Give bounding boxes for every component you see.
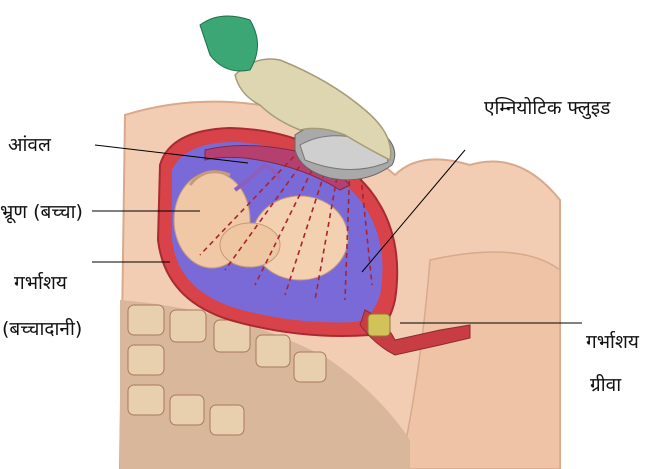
label-placenta: आंवल (8, 136, 51, 155)
label-amniotic-fluid: एम्नियोटिक फ्लुइड (484, 99, 610, 118)
label-uterus-line1: गर्भाशय (14, 274, 67, 293)
label-fetus: भ्रूण (बच्चा) (0, 203, 83, 222)
label-uterus-line2: (बच्चादानी) (2, 320, 82, 339)
label-cervix-line2: ग्रीवा (590, 376, 621, 395)
label-cervix-line1: गर्भाशय (586, 333, 639, 352)
